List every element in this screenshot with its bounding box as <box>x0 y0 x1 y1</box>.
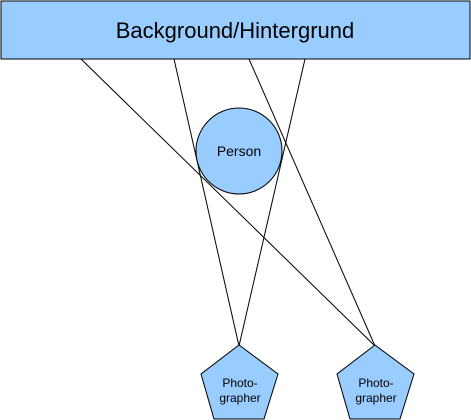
sight-line-right-2 <box>248 58 376 347</box>
photographer-left-node <box>200 344 279 420</box>
person-node <box>195 107 283 195</box>
photographer-right-node <box>336 344 415 420</box>
sight-line-right-1 <box>80 58 376 347</box>
photographer-right-label-line1: Photo- <box>358 376 393 390</box>
sight-line-left-2 <box>238 58 306 347</box>
person-label: Person <box>217 143 261 159</box>
background-box <box>0 0 471 60</box>
background-label: Background/Hintergrund <box>116 18 354 43</box>
photographer-left-label-line1: Photo- <box>222 376 257 390</box>
photographer-left-label-line2: grapher <box>219 391 260 405</box>
sight-line-left-1 <box>173 58 240 347</box>
photographer-right-label-line2: grapher <box>355 391 396 405</box>
